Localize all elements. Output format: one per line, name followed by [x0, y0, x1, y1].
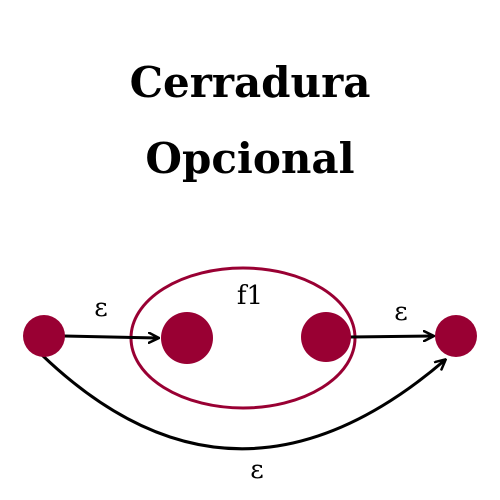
edge-start-to-f1 — [63, 336, 158, 338]
title-line-2: Opcional — [145, 134, 355, 183]
state-f1-in — [161, 312, 213, 364]
state-final — [435, 315, 477, 357]
edge-bypass — [40, 353, 445, 451]
state-start — [23, 315, 65, 357]
subautomaton-f1-label: f1 — [237, 281, 263, 311]
edge-label-start-to-f1: ε — [94, 293, 107, 323]
edge-label-f1-to-final: ε — [394, 297, 407, 327]
edge-f1-to-final — [349, 336, 433, 337]
title-line-1: Cerradura — [129, 58, 371, 107]
edge-label-bypass: ε — [250, 455, 263, 485]
state-f1-out — [301, 312, 351, 362]
